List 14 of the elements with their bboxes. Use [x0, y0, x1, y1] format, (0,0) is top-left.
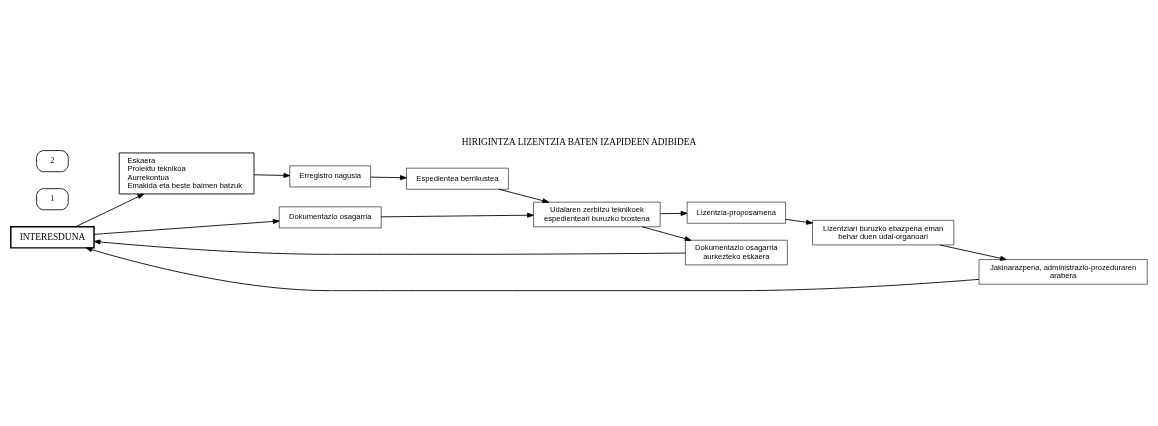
- arrow: [370, 175, 407, 181]
- arrow: [93, 239, 686, 255]
- arrow: [380, 212, 534, 218]
- arrow: [498, 188, 550, 204]
- arrow: [253, 172, 291, 178]
- arrow: [641, 226, 692, 242]
- node-box: INTERESDUNA: [10, 226, 95, 249]
- arrow: [93, 218, 280, 235]
- diagram-title: HIRIGINTZA LIZENTZIA BATEN IZAPIDEEN ADIBIDEA: [461, 137, 697, 148]
- arrow: [939, 244, 1007, 261]
- arrow: [659, 210, 688, 216]
- arrow: [785, 218, 813, 225]
- arrow: [85, 247, 980, 292]
- arrow: [75, 193, 145, 228]
